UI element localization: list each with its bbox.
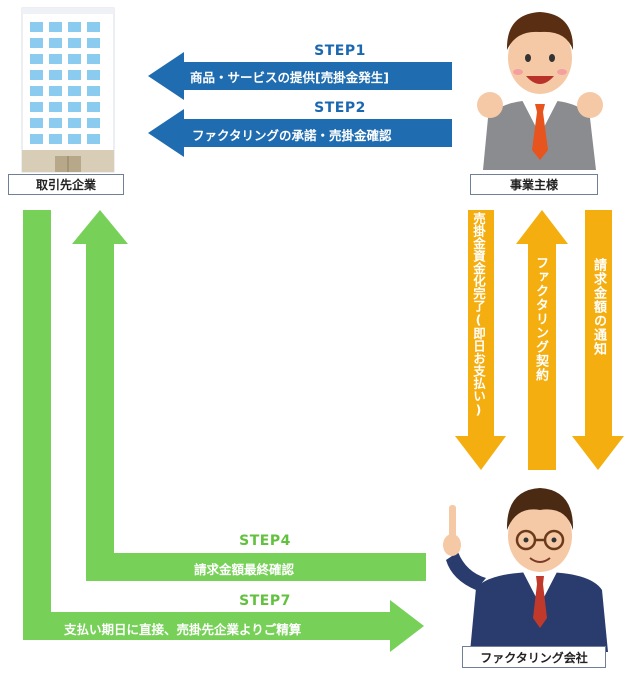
step6-arrow [455,210,506,470]
step1-arrow [148,52,452,100]
business-owner-label: 事業主様 [470,174,598,195]
step5-text: ファクタリング契約 [533,256,548,382]
step3-title: STEP3 [612,279,626,359]
step1-text: 商品・サービスの提供[売掛金発生] [190,70,389,85]
step5-title: STEP5 [556,279,570,359]
factoring-company-label: ファクタリング会社 [462,646,606,668]
client-company-label: 取引先企業 [8,174,124,195]
factoring-staff-icon [443,488,608,652]
building-icon [21,7,115,173]
step2-arrow [148,109,452,157]
step3-arrow [572,210,624,470]
step3-text: 請求金額の通知 [591,258,606,356]
step7-title: STEP7 [239,593,291,609]
step7-text: 支払い期日に直接、売掛先企業よりご精算 [64,622,302,637]
step4-title: STEP4 [239,533,291,549]
step1-title: STEP1 [314,43,366,59]
step2-title: STEP2 [314,100,366,116]
step6-text: 売掛金資金化完了(即日お支払い) [471,212,486,417]
step6-title: STEP6 [494,279,508,359]
business-owner-icon [477,12,603,170]
step2-text: ファクタリングの承諾・売掛金確認 [192,128,392,143]
step4-text: 請求金額最終確認 [194,562,295,577]
step4-arrow [72,210,426,581]
step5-arrow [516,210,568,470]
step7-arrow [23,210,424,652]
